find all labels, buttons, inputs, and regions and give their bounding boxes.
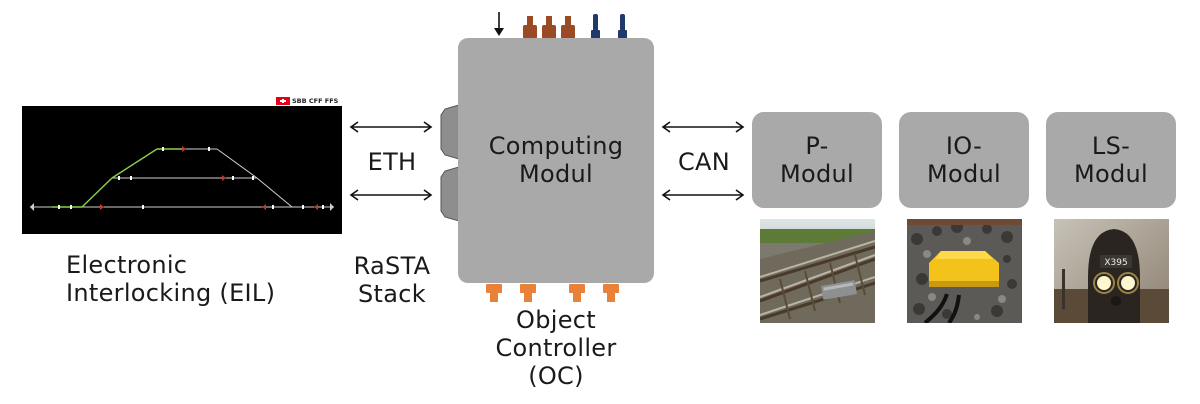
eil-label-line1: Electronic — [66, 251, 188, 279]
rasta-label-line2: Stack — [358, 280, 426, 308]
upper-right-switch — [216, 148, 258, 179]
ls-module-label-line1: LS- — [1091, 132, 1131, 160]
eil-screen: SBB CFF FFS — [22, 88, 342, 234]
eth-label: ETH — [367, 148, 417, 176]
computing-module-box — [458, 38, 654, 283]
io-module-box: IO- Modul — [899, 112, 1029, 208]
track-photo — [760, 219, 875, 323]
computing-label-line1: Computing — [488, 132, 624, 160]
ls-module-label-line2: Modul — [1073, 160, 1148, 188]
ls-module-box: LS- Modul — [1046, 112, 1176, 208]
antenna-connectors-icon — [591, 14, 627, 39]
track-layout-diagram — [30, 146, 334, 211]
eth-arrows — [349, 121, 433, 201]
oc-label-line1: Object — [516, 306, 596, 334]
io-module-label-line1: IO- — [945, 132, 983, 160]
middle-right-switch — [256, 177, 293, 208]
can-label: CAN — [677, 148, 731, 176]
oc-label-line2: Controller — [495, 334, 617, 362]
side-connectors-icon — [440, 104, 460, 222]
signal-photo: X395 — [1054, 219, 1169, 323]
top-connectors — [494, 12, 627, 39]
input-arrow-icon — [494, 12, 504, 36]
bottom-connectors-icon — [486, 284, 619, 302]
sbb-logo-icon — [276, 97, 290, 105]
p-module-box: P- Modul — [752, 112, 882, 208]
signal-sign-text: X395 — [1104, 258, 1127, 268]
oc-label-line3: (OC) — [528, 362, 584, 390]
p-module-label-line2: Modul — [779, 160, 854, 188]
io-module-photo — [907, 219, 1022, 323]
eil-header-bar: SBB CFF FFS — [22, 88, 342, 106]
sbb-brand: SBB CFF FFS — [292, 97, 339, 105]
io-module-label-line2: Modul — [926, 160, 1001, 188]
p-module-label-line1: P- — [805, 132, 829, 160]
rasta-label: RaSTA Stack — [340, 252, 444, 308]
can-arrows — [661, 121, 745, 201]
power-connectors-icon — [523, 16, 575, 39]
eil-label-line2: Interlocking (EIL) — [66, 279, 276, 307]
rasta-label-line1: RaSTA — [353, 252, 431, 280]
object-controller-label: Object Controller (OC) — [458, 306, 654, 390]
route-green-3 — [111, 148, 158, 179]
eil-label: Electronic Interlocking (EIL) — [66, 251, 275, 307]
computing-label-line2: Modul — [518, 160, 593, 188]
route-green-2 — [81, 177, 113, 208]
computing-module-label: Computing Modul — [458, 132, 654, 188]
